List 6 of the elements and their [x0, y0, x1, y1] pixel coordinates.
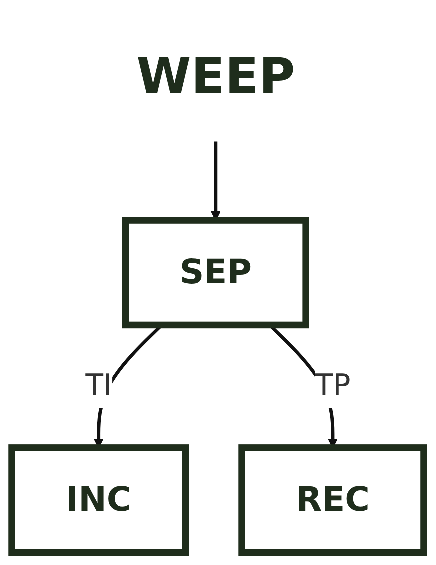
node-box: SEP — [122, 216, 310, 328]
edge-label: TI — [86, 368, 112, 402]
node-box: REC — [238, 444, 428, 556]
node-text: WEEP — [136, 48, 296, 106]
node-box: INC — [8, 444, 190, 556]
edge-label: TP — [315, 368, 351, 402]
